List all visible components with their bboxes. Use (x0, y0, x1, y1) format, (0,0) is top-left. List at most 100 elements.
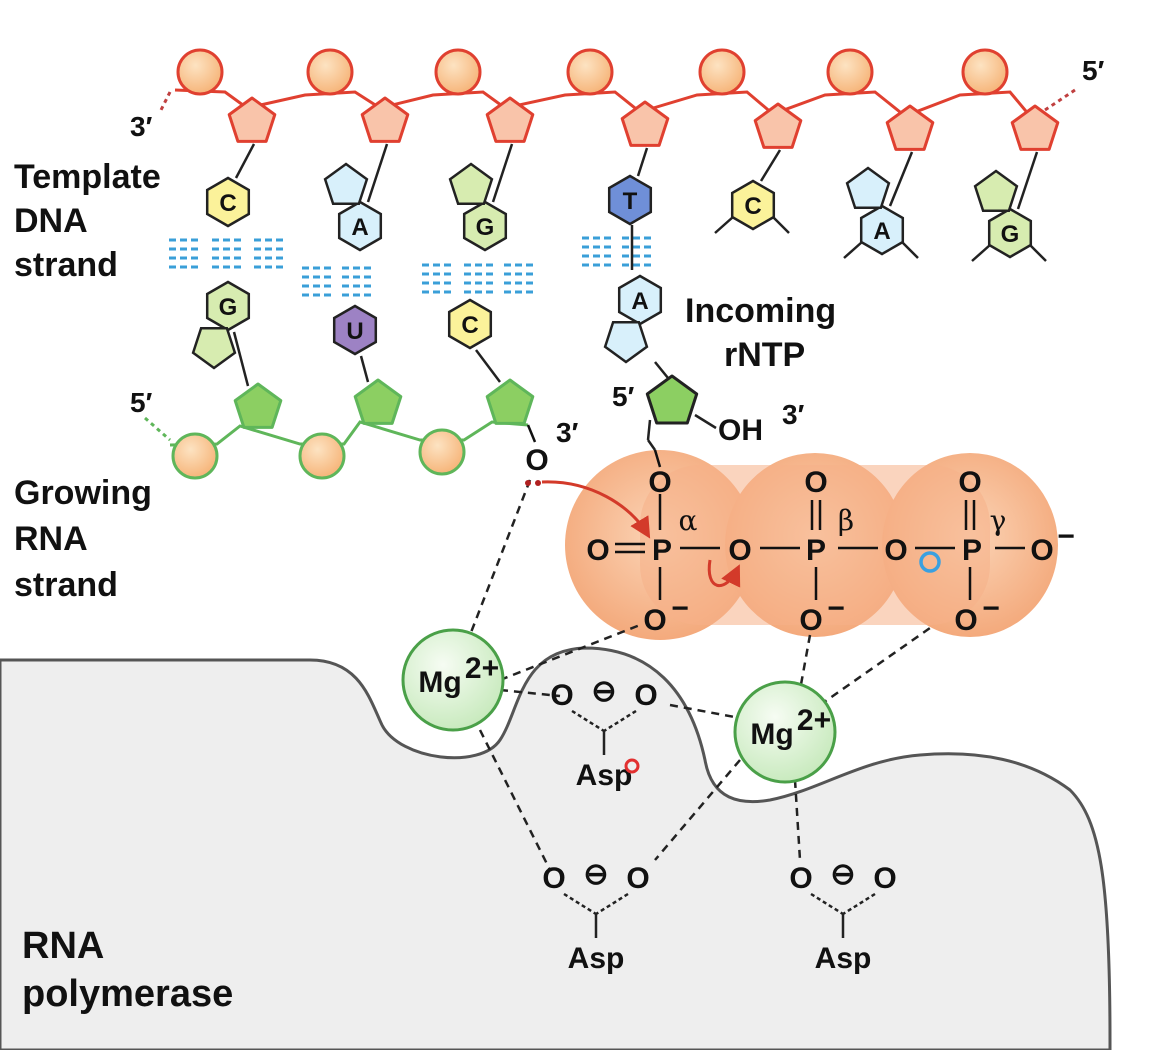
dna-glycosidic-bond-2 (491, 143, 514, 203)
template-base-3-letter: T (623, 188, 638, 215)
rna-3prime-bond (526, 424, 537, 443)
asp-residue-3-charge: ⊖ (830, 858, 855, 891)
svg-text:Mg: Mg (418, 666, 461, 699)
asp-residue-3-label: Asp (815, 942, 872, 975)
ntp-3prime: 3′ (782, 399, 805, 430)
o-bridge-1: O (728, 534, 751, 567)
dna-phosphate-5 (826, 48, 874, 96)
minus-sign: − (982, 592, 1000, 625)
template-label-2: DNA (14, 202, 88, 240)
p-alpha: P (652, 534, 672, 567)
rna-glycosidic-bond-1 (359, 355, 370, 383)
asp-residue-1-o1: O (550, 679, 573, 712)
asp-residue-2-bond (563, 892, 597, 916)
dna-phosphate-6 (961, 48, 1009, 96)
rna-glycosidic-bond-0 (232, 331, 250, 387)
template-base-1-ring5 (323, 162, 369, 206)
asp-residue-1-label: Asp (576, 759, 633, 792)
template-base-6-ring5 (973, 169, 1019, 213)
base-stub-5 (901, 241, 919, 259)
coordination-bonds (468, 479, 931, 871)
ntp-3prime-bond (694, 413, 717, 430)
incoming-base-letter: A (631, 288, 648, 315)
asp-residue-3-bond (810, 892, 844, 916)
dna-phosphate-4 (698, 48, 746, 96)
rna-5prime-end: 5′ (130, 387, 153, 418)
rna-base-2 (447, 298, 493, 350)
lone-pair-dot (535, 480, 541, 486)
growing-label-2: RNA (14, 520, 88, 558)
minus-sign: − (1057, 520, 1075, 553)
base-stub-4 (714, 216, 734, 234)
growing-label-1: Growing (14, 474, 152, 512)
rna-base-0-ring5 (191, 326, 237, 370)
template-base-0-letter: C (219, 190, 236, 217)
template-base-5-ring6 (859, 204, 905, 256)
dna-glycosidic-bond-0 (234, 143, 256, 179)
polymerase-label-2: polymerase (22, 973, 233, 1015)
mg-ion-2: Mg 2+ (733, 680, 837, 784)
dna-sugar-0 (227, 96, 277, 143)
incoming-rntp: A (603, 225, 717, 451)
asp-residue-3-bond (842, 892, 876, 916)
rna-phosphate-1 (298, 432, 346, 480)
dna-sugar-6 (1010, 104, 1060, 151)
asp-residue-3: O ⊖ O Asp (789, 858, 896, 975)
dna-sugar-5 (885, 104, 935, 151)
mg-ion-1: Mg 2+ (401, 628, 505, 732)
dna-5prime-end: 5′ (1082, 55, 1105, 86)
base-stub-6 (1029, 244, 1047, 262)
o-alpha-minus: O (643, 604, 666, 637)
rna-base-1 (332, 304, 378, 356)
o-alpha-top: O (648, 466, 671, 499)
svg-text:2+: 2+ (797, 704, 831, 737)
rna-glycosidic-bond-2 (475, 349, 501, 383)
template-base-3 (607, 174, 653, 226)
rna-sugar-2 (485, 378, 535, 425)
asp-residue-3-o1: O (789, 862, 812, 895)
dna-phosphate-0 (176, 48, 224, 96)
template-base-1-ring6 (337, 200, 383, 252)
o-beta-top: O (804, 466, 827, 499)
o-gamma-right: O (1030, 534, 1053, 567)
minus-sign: − (827, 592, 845, 625)
rna-base-0-letter: G (219, 294, 238, 321)
ntp-5prime-bond (646, 419, 652, 441)
o-alpha-left: O (586, 534, 609, 567)
template-base-2-ring5 (448, 162, 494, 206)
template-base-0 (205, 176, 251, 228)
dna-sugar-1 (360, 96, 410, 143)
dna-glycosidic-bond-4 (759, 149, 782, 182)
template-base-4 (730, 179, 776, 231)
hydrogen-bonds (169, 236, 654, 297)
dna-3prime-end: 3′ (130, 111, 153, 142)
cursor-ring-icon (919, 551, 941, 573)
dna-phosphate-1 (306, 48, 354, 96)
template-base-6-ring6 (987, 207, 1033, 259)
ntp-glycosidic-bond (654, 361, 669, 379)
asp-residue-1-bond (603, 709, 637, 733)
lone-pair-dot (525, 480, 531, 486)
rna-polymerase-surface (0, 646, 1112, 1050)
cursor-dot-icon (624, 758, 640, 774)
incoming-label-2: rNTP (724, 336, 805, 374)
o-beta-minus: O (799, 604, 822, 637)
dna-3prime-tail (158, 91, 172, 113)
polymerase-label-1: RNA (22, 925, 104, 967)
asp-residue-2-o2: O (626, 862, 649, 895)
incoming-base-ring5 (603, 320, 649, 364)
triphosphate-chain (615, 449, 1025, 600)
template-base-2-ring6 (462, 200, 508, 252)
dna-backbone (174, 88, 1032, 118)
asp-residue-3-o2: O (873, 862, 896, 895)
dna-sugar-2 (485, 96, 535, 143)
template-label-3: strand (14, 246, 118, 284)
ntp-sugar (645, 374, 699, 425)
dna-phosphate-3 (566, 48, 614, 96)
o-gamma-top: O (958, 466, 981, 499)
rna-backbone (169, 420, 529, 447)
